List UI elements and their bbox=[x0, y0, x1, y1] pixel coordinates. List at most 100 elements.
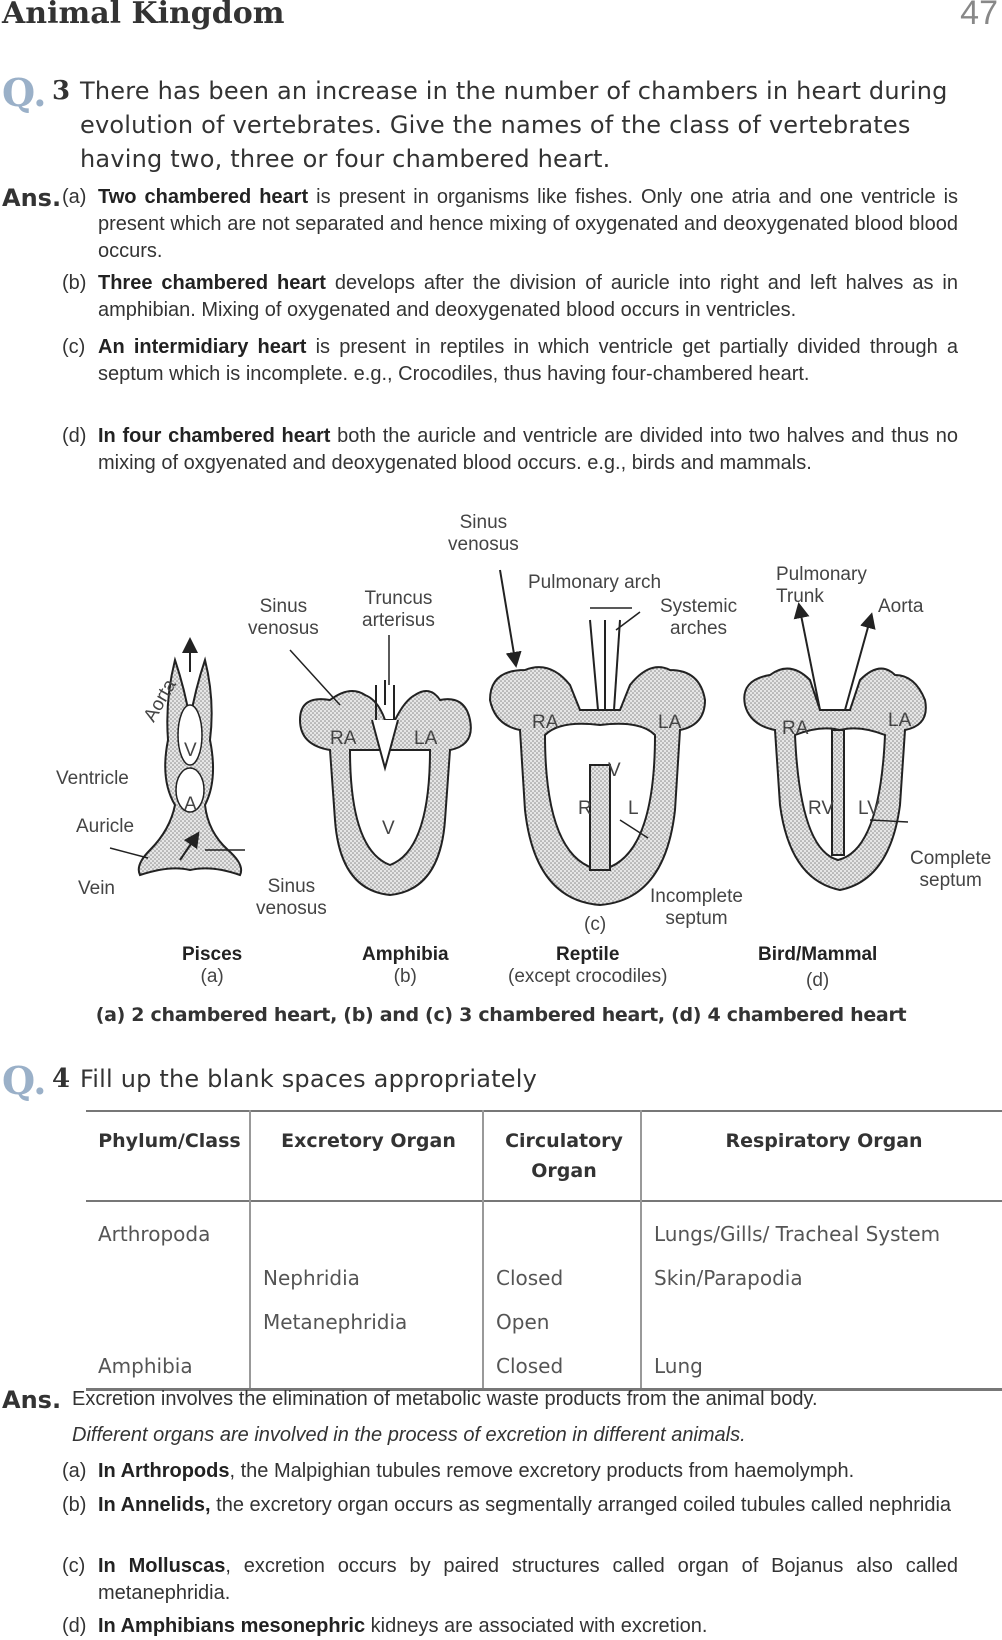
label-vein: Vein bbox=[78, 878, 115, 899]
label-complete-septum: Complete septum bbox=[910, 848, 992, 891]
answer-label-q3: Ans. bbox=[2, 184, 62, 212]
answer-intro-italic: Different organs are involved in the pro… bbox=[72, 1424, 746, 1446]
item-text: develops after the division of auricle i… bbox=[98, 272, 958, 321]
question-mark-q3: Q. bbox=[2, 70, 47, 115]
table-row: Arthropoda Lungs/Gills/ Tracheal System bbox=[86, 1201, 1002, 1256]
item-text: , the Malpighian tubules remove excretor… bbox=[229, 1460, 855, 1482]
answer-label-q4: Ans. bbox=[2, 1386, 62, 1414]
table-cell bbox=[482, 1201, 641, 1256]
label-c: (c) bbox=[584, 914, 607, 935]
label-v-b: V bbox=[382, 818, 395, 839]
label-auricle: Auricle bbox=[76, 816, 135, 837]
answer-item-q4-a: (a) In Arthropods, the Malpighian tubules… bbox=[62, 1458, 958, 1485]
table-row: Metanephridia Open bbox=[86, 1300, 1002, 1344]
panel-label-pisces: Pisces(a) bbox=[182, 944, 243, 987]
question-number-q4: 4 bbox=[52, 1064, 71, 1094]
label-incomplete-septum: Incomplete septum bbox=[650, 886, 743, 929]
table-row: Amphibia Closed Lung bbox=[86, 1344, 1002, 1391]
question-mark-q4: Q. bbox=[2, 1058, 47, 1103]
label-sinus-venosus-a: Sinus venosus bbox=[256, 876, 327, 919]
table-cell bbox=[249, 1201, 483, 1256]
table-cell: Open bbox=[482, 1300, 641, 1344]
item-text: both the auricle and ventricle are divid… bbox=[98, 425, 959, 474]
label-a-a: A bbox=[184, 794, 197, 815]
bird-mammal-heart bbox=[743, 602, 927, 892]
item-bold: Two chambered heart bbox=[98, 186, 309, 208]
label-la-c: LA bbox=[658, 712, 682, 733]
table-cell: Closed bbox=[482, 1256, 641, 1300]
answer-intro: Excretion involves the elimination of me… bbox=[72, 1388, 818, 1410]
table-cell: Lungs/Gills/ Tracheal System bbox=[640, 1201, 1002, 1256]
item-bold: Three chambered heart bbox=[98, 272, 326, 294]
panel-label-bird-mammal: Bird/Mammal(d) bbox=[758, 944, 878, 991]
item-bold: In Amphibians mesonephric bbox=[98, 1615, 366, 1637]
panel-label-amphibia: Amphibia(b) bbox=[362, 944, 449, 987]
table-cell: Closed bbox=[482, 1344, 641, 1391]
table-cell: Arthropoda bbox=[98, 1222, 211, 1246]
question-text-q3: There has been an increase in the number… bbox=[80, 77, 948, 173]
item-label: (b) bbox=[62, 272, 87, 294]
label-ra-d: RA bbox=[782, 718, 809, 739]
label-r-c: R bbox=[578, 798, 592, 819]
item-text: is present in organisms like fishes. Onl… bbox=[98, 186, 959, 262]
table-cell: Nephridia bbox=[249, 1256, 483, 1300]
label-ra-b: RA bbox=[330, 728, 357, 749]
label-v-a: V bbox=[184, 740, 197, 761]
table-cell bbox=[640, 1300, 1002, 1344]
table-cell bbox=[86, 1256, 250, 1300]
answer-item-q4-b: (b) In Annelids, the excretory organ occu… bbox=[62, 1492, 958, 1519]
item-text: the excretory organ occurs as segmentall… bbox=[210, 1494, 952, 1516]
pisces-inner bbox=[175, 704, 205, 813]
label-sinus-venosus-c: Sinus venosus bbox=[448, 512, 519, 555]
table-header: Circulatory Organ bbox=[482, 1111, 641, 1201]
panel-label-reptile: Reptile(except crocodiles) bbox=[508, 944, 668, 987]
label-ventricle: Ventricle bbox=[56, 768, 129, 789]
item-label: (d) bbox=[62, 425, 87, 447]
item-text: is present in reptiles in which ventricl… bbox=[98, 336, 958, 385]
item-label: (b) bbox=[62, 1494, 87, 1516]
answer-item-q3-d: (d) In four chambered heart both the auri… bbox=[62, 423, 959, 477]
table-header: Phylum/Class bbox=[98, 1130, 241, 1152]
page-header-title: Animal Kingdom bbox=[2, 0, 285, 31]
label-truncus-arterisus: Truncus arterisus bbox=[362, 588, 435, 631]
table-cell bbox=[249, 1344, 483, 1391]
label-lv-d: LV bbox=[858, 798, 880, 819]
figure-caption: (a) 2 chambered heart, (b) and (c) 3 cha… bbox=[95, 1004, 907, 1026]
label-la-d: LA bbox=[888, 710, 912, 731]
table-cell: Amphibia bbox=[86, 1344, 250, 1391]
table-cell: Skin/Parapodia bbox=[640, 1256, 1002, 1300]
label-pulmonary-trunk: Pulmonary Trunk bbox=[776, 564, 867, 607]
label-aorta-d: Aorta bbox=[878, 596, 924, 617]
table-cell: Lung bbox=[640, 1344, 1002, 1391]
answer-item-q3-c: (c)An intermidiary heart is present in r… bbox=[62, 334, 958, 388]
question-text-q4: Fill up the blank spaces appropriately bbox=[80, 1065, 537, 1093]
item-label: (c) bbox=[62, 336, 86, 358]
label-systemic-arches: Systemic arches bbox=[660, 596, 738, 639]
question-number-q3: 3 bbox=[52, 76, 71, 106]
item-bold: In Arthropods bbox=[98, 1460, 230, 1482]
answer-item-q3-a: (a) Two chambered heart is present in org… bbox=[62, 184, 959, 265]
answer-item-q4-d: (d) In Amphibians mesonephric kidneys are… bbox=[62, 1613, 958, 1640]
label-la-b: LA bbox=[414, 728, 438, 749]
leader-lines bbox=[109, 607, 909, 859]
item-bold: In Annelids, bbox=[98, 1494, 211, 1516]
label-rv-d: RV bbox=[808, 798, 835, 819]
table-header: Respiratory Organ bbox=[640, 1111, 1002, 1201]
table-cell: Metanephridia bbox=[249, 1300, 483, 1344]
item-label: (a) bbox=[62, 186, 87, 208]
label-l-c: L bbox=[628, 798, 639, 819]
fill-blanks-table: Phylum/Class Excretory Organ Circulatory… bbox=[86, 1110, 1002, 1391]
item-bold: In Molluscas bbox=[98, 1555, 226, 1577]
reptile-heart bbox=[488, 569, 707, 907]
amphibia-heart bbox=[298, 680, 472, 897]
item-label: (d) bbox=[62, 1615, 87, 1637]
page-number: 47 bbox=[960, 0, 998, 32]
table-header: Excretory Organ bbox=[249, 1111, 483, 1201]
table-cell bbox=[86, 1300, 250, 1344]
item-bold: In four chambered heart bbox=[98, 425, 331, 447]
answer-item-q3-b: (b) Three chambered heart develops after … bbox=[62, 270, 958, 324]
item-text: , excretion occurs by paired structures … bbox=[98, 1555, 958, 1604]
item-text: kidneys are associated with excretion. bbox=[365, 1615, 708, 1637]
item-label: (c) bbox=[62, 1555, 86, 1577]
item-label: (a) bbox=[62, 1460, 87, 1482]
